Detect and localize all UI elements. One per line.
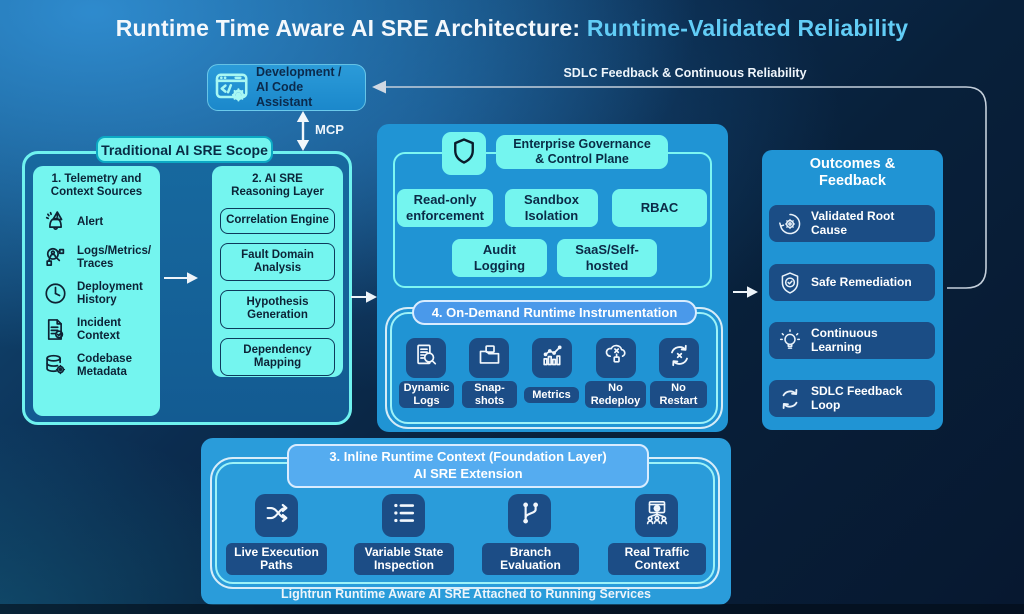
- instrumentation-tile: [469, 338, 509, 378]
- bottom-edge-strip: [0, 604, 1024, 614]
- development-ai-code-assistant-box: Development / AI Code Assistant: [207, 64, 366, 111]
- inline-context-tile: [255, 494, 298, 537]
- outcome-row: Safe Remediation: [769, 264, 935, 301]
- shield-check-icon: [777, 270, 803, 296]
- governance-item: Sandbox Isolation: [505, 189, 598, 227]
- variable-list-icon: [389, 498, 419, 533]
- inline-context-label: Branch Evaluation: [482, 543, 579, 575]
- page-title-main: Runtime Time Aware AI SRE Architecture:: [115, 15, 587, 41]
- reasoning-item: Hypothesis Generation: [220, 290, 335, 329]
- shield-icon: [449, 136, 479, 171]
- outcome-row: SDLC Feedback Loop: [769, 380, 935, 417]
- code-window-gear-icon: [214, 70, 250, 106]
- instrumentation-tile: [406, 338, 446, 378]
- inline-context-label: Real Traffic Context: [608, 543, 706, 575]
- instrumentation-label: Dynamic Logs: [399, 381, 454, 408]
- incident-document-icon: [42, 316, 69, 343]
- sdlc-feedback-label: SDLC Feedback & Continuous Reliability: [563, 66, 807, 80]
- outcome-label: Safe Remediation: [811, 274, 912, 289]
- mcp-label: MCP: [315, 122, 344, 137]
- logs-magnifier-icon: [42, 244, 69, 271]
- list-item: Alert: [42, 208, 151, 235]
- mcp-arrow-up-icon: [296, 111, 310, 122]
- outcomes-title: Outcomes & Feedback: [809, 156, 896, 190]
- list-item: Logs/Metrics/ Traces: [42, 244, 151, 271]
- instrumentation-title: 4. On-Demand Runtime Instrumentation: [412, 300, 697, 325]
- inline-context-tile: [382, 494, 425, 537]
- lightrun-footer-label: Lightrun Runtime Aware AI SRE Attached t…: [281, 587, 651, 601]
- outcome-label: Continuous Learning: [811, 325, 878, 354]
- reasoning-title: 2. AI SRE Reasoning Layer: [231, 173, 324, 199]
- instrumentation-label: No Restart: [650, 381, 707, 408]
- inline-context-title: 3. Inline Runtime Context (Foundation La…: [287, 444, 649, 488]
- outcome-label: Validated Root Cause: [811, 208, 895, 237]
- mcp-arrow-down-icon: [296, 140, 310, 151]
- outcome-row: Continuous Learning: [769, 322, 935, 359]
- dynamic-logs-icon: [413, 342, 440, 374]
- traffic-browser-users-icon: [642, 498, 672, 533]
- instrumentation-label: No Redeploy: [585, 381, 646, 408]
- governance-item: Audit Logging: [452, 239, 547, 277]
- inline-context-tile: [508, 494, 551, 537]
- feedback-loop-icon: [777, 386, 803, 412]
- instrumentation-label: Snap- shots: [462, 381, 517, 408]
- governance-item: SaaS/Self- hosted: [557, 239, 657, 277]
- traditional-scope-title: Traditional AI SRE Scope: [96, 136, 273, 163]
- instrumentation-tile: [532, 338, 572, 378]
- governance-item: RBAC: [612, 189, 707, 227]
- list-item: Codebase Metadata: [42, 352, 151, 379]
- root-cause-gear-icon: [777, 211, 803, 237]
- clock-icon: [42, 280, 69, 307]
- outcome-row: Validated Root Cause: [769, 205, 935, 242]
- git-branch-icon: [515, 498, 545, 533]
- page-title: Runtime Time Aware AI SRE Architecture: …: [0, 15, 1024, 42]
- reasoning-item: Correlation Engine: [220, 208, 335, 234]
- no-restart-cycle-icon: [666, 342, 693, 374]
- governance-title: Enterprise Governance & Control Plane: [496, 135, 668, 169]
- metrics-chart-icon: [539, 342, 566, 374]
- reasoning-item: Fault Domain Analysis: [220, 242, 335, 282]
- telemetry-item-label: Codebase Metadata: [77, 353, 132, 378]
- inline-context-label: Variable State Inspection: [354, 543, 454, 575]
- instrumentation-tile: [659, 338, 699, 378]
- telemetry-item-label: Incident Context: [77, 317, 122, 342]
- telemetry-item-label: Alert: [77, 215, 104, 228]
- telemetry-title: 1. Telemetry and Context Sources: [50, 173, 143, 199]
- instrumentation-label: Metrics: [524, 387, 579, 403]
- shield-tile: [442, 132, 486, 175]
- no-redeploy-cloud-icon: [603, 342, 630, 374]
- page-title-highlight: Runtime-Validated Reliability: [586, 15, 909, 41]
- inline-context-tile: [635, 494, 678, 537]
- database-gear-icon: [42, 352, 69, 379]
- development-box-label: Development / AI Code Assistant: [256, 65, 342, 109]
- reasoning-item: Dependency Mapping: [220, 337, 335, 376]
- inline-context-label: Live Execution Paths: [226, 543, 327, 575]
- telemetry-context-sources-box: 1. Telemetry and Context Sources Alert: [33, 166, 160, 416]
- sdlc-feedback-arrowhead-icon: [372, 80, 386, 94]
- ai-sre-reasoning-layer-box: 2. AI SRE Reasoning Layer Correlation En…: [212, 166, 343, 377]
- telemetry-item-label: Deployment History: [77, 281, 143, 306]
- telemetry-item-label: Logs/Metrics/ Traces: [77, 245, 152, 270]
- list-item: Incident Context: [42, 316, 151, 343]
- governance-item: Read-only enforcement: [397, 189, 493, 227]
- alert-bell-icon: [42, 208, 69, 235]
- shuffle-paths-icon: [262, 498, 292, 533]
- snapshots-folder-icon: [476, 342, 503, 374]
- instrumentation-tile: [596, 338, 636, 378]
- lightbulb-icon: [777, 328, 803, 354]
- outcome-label: SDLC Feedback Loop: [811, 383, 903, 412]
- list-item: Deployment History: [42, 280, 151, 307]
